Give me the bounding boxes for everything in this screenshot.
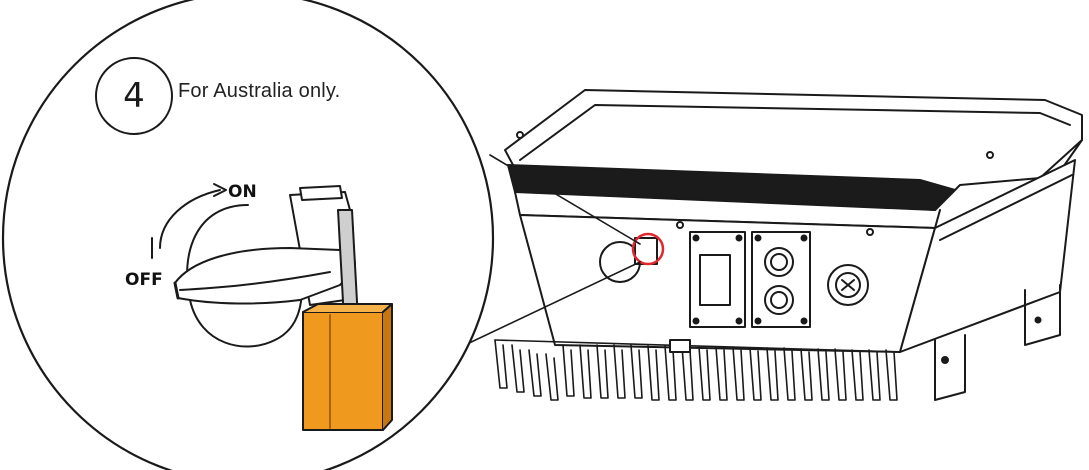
switch-on-label: ON — [228, 182, 257, 202]
zoom-leader-top — [489, 154, 641, 245]
mounting-bracket-front — [934, 334, 966, 401]
inverter-dark-band — [507, 164, 956, 211]
step-number: 4 — [123, 76, 145, 116]
mounting-bracket-right — [1024, 284, 1061, 346]
step-number-badge: 4 — [95, 57, 173, 135]
isolator-switch-detail — [173, 185, 393, 431]
step-instruction: For Australia only. — [178, 80, 341, 102]
heat-sink-fins — [494, 339, 901, 401]
curved-arrow-icon — [159, 189, 221, 249]
padlock-body — [302, 311, 384, 431]
switch-highlight-ring — [631, 232, 665, 266]
inverter-unit — [494, 89, 1083, 401]
zoom-leader-bottom — [464, 261, 641, 346]
switch-off-label: OFF — [125, 270, 163, 290]
